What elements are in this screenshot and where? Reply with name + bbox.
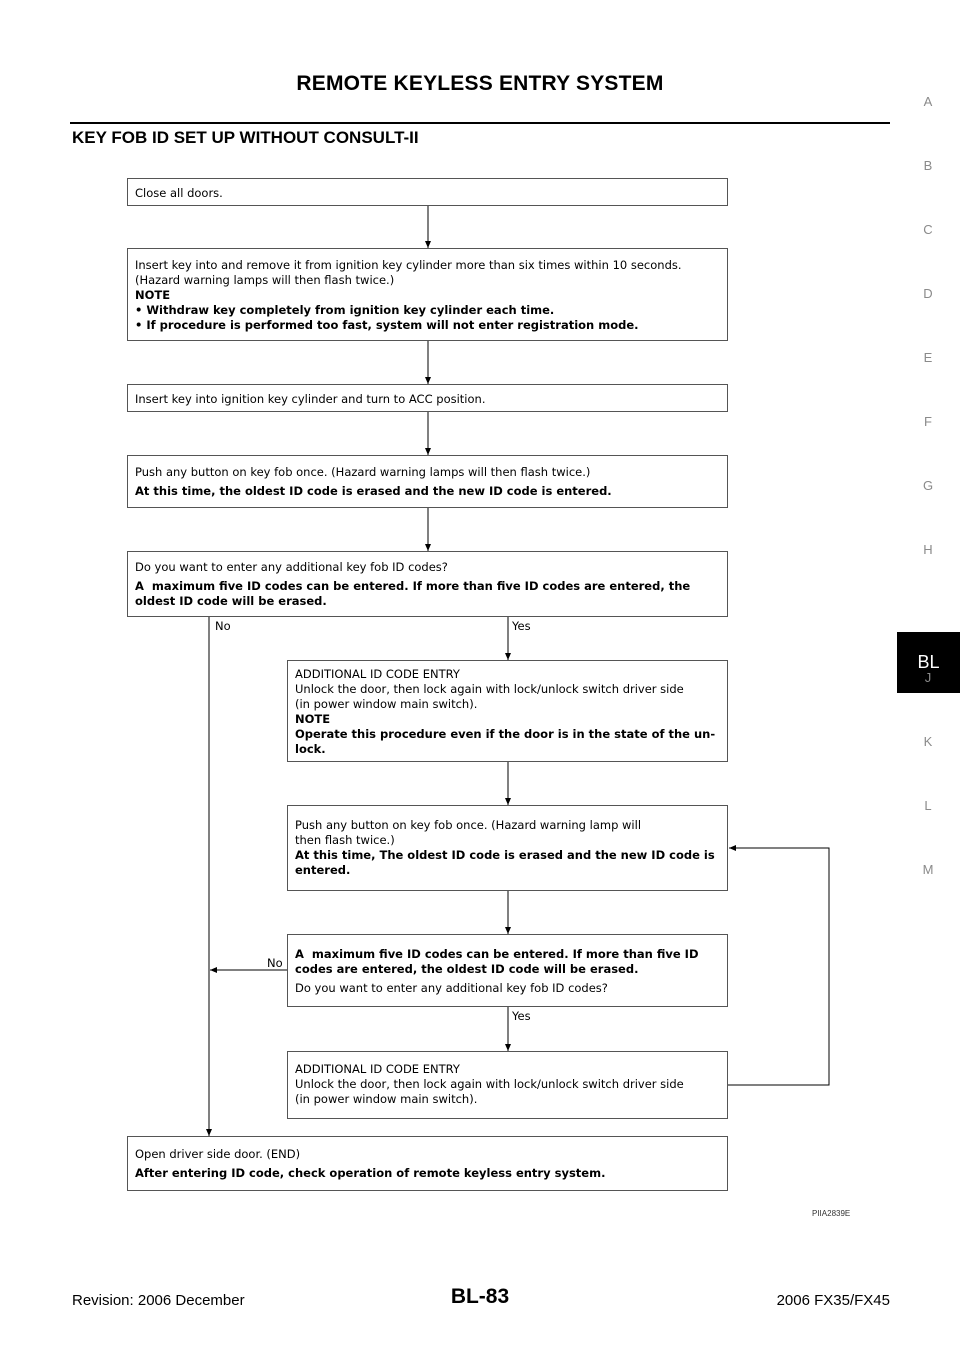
flow-step-additional-entry-2: ADDITIONAL ID CODE ENTRY Unlock the door… xyxy=(287,1051,728,1119)
step6-line1: ADDITIONAL ID CODE ENTRY xyxy=(295,667,460,681)
step7-bold1: At this time, The oldest ID code is eras… xyxy=(295,848,715,862)
step7-bold2: entered. xyxy=(295,863,351,877)
flow-step-close-doors: Close all doors. xyxy=(127,178,728,206)
flow-step-turn-to-acc: Insert key into ignition key cylinder an… xyxy=(127,384,728,412)
label-no-2: No xyxy=(267,956,283,970)
header-rule xyxy=(70,122,890,124)
step5-bold1: A maximum five ID codes can be entered. … xyxy=(135,579,691,593)
side-index-l[interactable]: L xyxy=(924,798,932,813)
step6-bold1: Operate this procedure even if the door … xyxy=(295,727,716,741)
step2-note-heading: NOTE xyxy=(135,288,171,302)
label-yes-2: Yes xyxy=(512,1009,531,1023)
step2-line2: (Hazard warning lamps will then flash tw… xyxy=(135,273,395,287)
side-index-k[interactable]: K xyxy=(923,734,933,749)
label-yes-1: Yes xyxy=(512,619,531,633)
section-title: KEY FOB ID SET UP WITHOUT CONSULT-II xyxy=(72,128,419,147)
label-no-1: No xyxy=(215,619,231,633)
flow-step-end: Open driver side door. (END) After enter… xyxy=(127,1136,728,1191)
step3-text: Insert key into ignition key cylinder an… xyxy=(135,392,486,406)
step4-bold1: At this time, the oldest ID code is eras… xyxy=(135,484,612,498)
side-index-d[interactable]: D xyxy=(923,286,933,301)
step10-bold1: After entering ID code, check operation … xyxy=(135,1166,606,1180)
step1-text: Close all doors. xyxy=(135,186,223,200)
step2-line1: Insert key into and remove it from ignit… xyxy=(135,258,682,272)
step10-line1: Open driver side door. (END) xyxy=(135,1147,301,1161)
side-index-bl-active[interactable]: BL xyxy=(897,632,960,693)
step9-line2: Unlock the door, then lock again with lo… xyxy=(295,1077,684,1091)
side-index-b[interactable]: B xyxy=(923,158,933,173)
flow-step-additional-codes-question: Do you want to enter any additional key … xyxy=(127,551,728,617)
step8-bold2: codes are entered, the oldest ID code wi… xyxy=(295,962,639,976)
flow-step-push-button: Push any button on key fob once. (Hazard… xyxy=(127,455,728,508)
step6-line3: (in power window main switch). xyxy=(295,697,478,711)
side-index-c[interactable]: C xyxy=(923,222,933,237)
flow-step-max-codes-question: A maximum five ID codes can be entered. … xyxy=(287,934,728,1007)
flow-step-insert-remove-key: Insert key into and remove it from ignit… xyxy=(127,248,728,341)
step5-bold2: oldest ID code will be erased. xyxy=(135,594,327,608)
step7-line1: Push any button on key fob once. (Hazard… xyxy=(295,818,642,832)
step8-line1: Do you want to enter any additional key … xyxy=(295,981,608,995)
side-index-f[interactable]: F xyxy=(924,414,932,429)
step2-bullet2: • If procedure is performed too fast, sy… xyxy=(135,318,639,332)
side-index-j[interactable]: J xyxy=(924,670,932,685)
side-index-g[interactable]: G xyxy=(922,478,934,493)
page-header-title: REMOTE KEYLESS ENTRY SYSTEM xyxy=(296,72,664,95)
step2-bullet1: • Withdraw key completely from ignition … xyxy=(135,303,555,317)
flow-step-push-button-again: Push any button on key fob once. (Hazard… xyxy=(287,805,728,891)
side-index-m[interactable]: M xyxy=(922,862,934,877)
footer-model: 2006 FX35/FX45 xyxy=(776,1292,890,1309)
figure-code: PIIA2839E xyxy=(812,1209,851,1218)
footer-page-number: BL-83 xyxy=(450,1285,510,1308)
footer-revision: Revision: 2006 December xyxy=(72,1292,245,1309)
step6-note-heading: NOTE xyxy=(295,712,331,726)
arrow-step9-loop-to-step7 xyxy=(728,845,830,1086)
flow-step-additional-entry-1: ADDITIONAL ID CODE ENTRY Unlock the door… xyxy=(287,660,728,762)
step9-line3: (in power window main switch). xyxy=(295,1092,478,1106)
step6-line2: Unlock the door, then lock again with lo… xyxy=(295,682,684,696)
step4-line1: Push any button on key fob once. (Hazard… xyxy=(135,465,591,479)
step6-bold2: lock. xyxy=(295,742,326,756)
side-index-a[interactable]: A xyxy=(923,94,933,109)
step8-bold1: A maximum five ID codes can be entered. … xyxy=(295,947,699,961)
step9-line1: ADDITIONAL ID CODE ENTRY xyxy=(295,1062,460,1076)
step5-line1: Do you want to enter any additional key … xyxy=(135,560,448,574)
step7-line2: then flash twice.) xyxy=(295,833,395,847)
side-index-e[interactable]: E xyxy=(923,350,933,365)
side-index-h[interactable]: H xyxy=(923,542,933,557)
